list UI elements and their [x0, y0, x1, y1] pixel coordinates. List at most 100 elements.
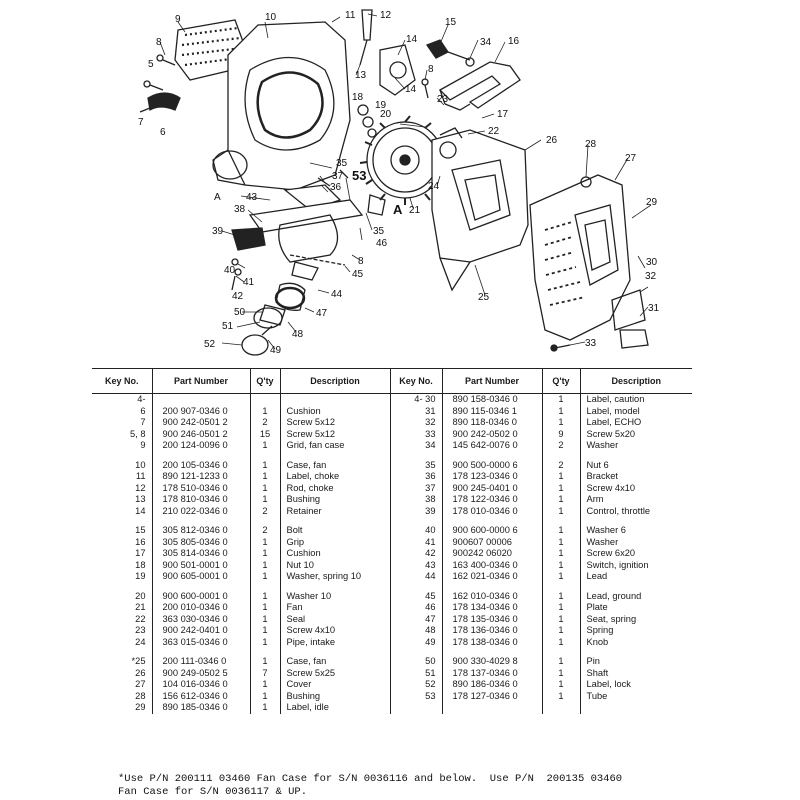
cell-qty-2: 1: [541, 679, 580, 691]
cell-description: Screw 5x25: [279, 667, 390, 679]
cell-part-number-2: 900 500-0000 6: [441, 459, 542, 471]
cell-qty: [249, 393, 280, 406]
cell-qty: 1: [249, 656, 280, 668]
cell-description: [279, 648, 390, 656]
cell-part-number-2: 178 010-0346 0: [441, 505, 542, 517]
cell-part-number: 900 605-0001 0: [151, 571, 250, 583]
cell-key-no-2: [389, 648, 442, 656]
callout-26: 26: [546, 135, 558, 146]
cell-part-number-2: 900 245-0401 0: [441, 482, 542, 494]
cell-qty-2: 1: [541, 417, 580, 429]
cell-key-no-2: 53: [389, 690, 442, 702]
table-row: [92, 517, 692, 525]
cell-description: Label, idle: [279, 702, 390, 714]
cell-key-no-2: 47: [389, 613, 442, 625]
cell-key-no-2: 45: [389, 590, 442, 602]
cell-qty-2: 9: [541, 428, 580, 440]
exploded-parts-diagram: 9101112153416857613148181920231722262827…: [138, 9, 660, 356]
cell-key-no-2: 38: [389, 494, 442, 506]
cell-qty-2: 1: [541, 548, 580, 560]
cell-qty: 1: [249, 548, 280, 560]
cell-key-no: *25: [131, 656, 146, 666]
callout-A: A: [393, 202, 403, 217]
footnote-line-1: *Use P/N 200111 03460 Fan Case for S/N 0…: [118, 773, 623, 785]
cell-description: Washer 10: [279, 590, 390, 602]
cell-description-2: [579, 451, 692, 460]
callout-33: 33: [585, 338, 597, 349]
cell-description-2: Lead, ground: [579, 590, 692, 602]
cell-qty-2: [541, 517, 580, 525]
callout-35: 35: [373, 226, 385, 237]
cell-description: Retainer: [279, 505, 390, 517]
callout-15: 15: [445, 17, 457, 28]
callout-30: 30: [646, 257, 658, 268]
callout-43: 43: [246, 192, 258, 203]
callout-49: 49: [270, 345, 282, 356]
cell-description: Pipe, intake: [279, 636, 390, 648]
cell-qty-2: 1: [541, 636, 580, 648]
leader-lines: [159, 13, 652, 350]
cell-key-no: 13: [135, 494, 146, 504]
callout-24: 24: [428, 181, 440, 192]
cell-key-no: 19: [135, 571, 146, 581]
cell-description: Case, fan: [279, 656, 390, 668]
cell-description: Bushing: [279, 690, 390, 702]
cell-key-no: 20: [135, 590, 146, 601]
callout-20: 20: [380, 109, 392, 120]
callout-38: 38: [234, 204, 246, 215]
cell-qty: 2: [249, 505, 280, 517]
bolt-33-part: [550, 344, 571, 352]
cell-description: Nut 10: [279, 559, 390, 571]
cell-key-no-2: 33: [389, 428, 442, 440]
cell-description-2: Label, caution: [579, 393, 692, 406]
cell-qty: [249, 648, 280, 656]
cell-part-number: 900 246-0501 2: [151, 428, 250, 440]
cell-description-2: Screw 4x10: [579, 482, 692, 494]
cell-qty: 1: [249, 602, 280, 614]
cell-part-number: 305 805-0346 0: [151, 536, 250, 548]
cell-qty: 1: [249, 690, 280, 702]
callout-40: 40: [224, 265, 236, 276]
cell-description: Cushion: [279, 548, 390, 560]
callout-8: 8: [358, 256, 364, 267]
cell-part-number: 890 185-0346 0: [151, 702, 250, 714]
cell-part-number: 200 010-0346 0: [151, 602, 250, 614]
callout-6: 6: [160, 127, 166, 138]
cell-key-no-2: 48: [389, 625, 442, 637]
callout-10: 10: [265, 12, 277, 23]
callout-37: 37: [332, 171, 344, 182]
cell-part-number-2: 178 137-0346 0: [441, 667, 542, 679]
callout-9: 9: [175, 14, 181, 25]
cell-description: Screw 4x10: [279, 625, 390, 637]
callout-23: 23: [437, 94, 449, 105]
cell-part-number: 178 810-0346 0: [151, 494, 250, 506]
cell-part-number-2: 890 118-0346 0: [441, 417, 542, 429]
callout-41: 41: [243, 277, 255, 288]
cell-description-2: Screw 5x20: [579, 428, 692, 440]
cell-description: Screw 5x12: [279, 428, 390, 440]
callout-17: 17: [497, 109, 509, 120]
cell-key-no-2: [389, 517, 442, 525]
callout-11: 11: [345, 10, 356, 21]
cell-qty: 2: [249, 417, 280, 429]
cell-description-2: Washer: [579, 536, 692, 548]
cell-key-no: 6: [140, 405, 146, 416]
cell-description-2: [579, 517, 692, 525]
cell-part-number-2: 900607 00006: [441, 536, 542, 548]
cell-key-no: 23: [135, 625, 146, 635]
cell-description: Cover: [279, 679, 390, 691]
cell-key-no-2: 44: [389, 571, 442, 583]
cell-qty-2: 1: [541, 613, 580, 625]
cell-part-number: 900 600-0001 0: [151, 590, 250, 602]
callout-19: 19: [375, 100, 387, 111]
cell-description-2: Arm: [579, 494, 692, 506]
table-row: [92, 582, 692, 591]
cell-key-no: 11: [135, 471, 146, 481]
cell-key-no: 24: [135, 636, 146, 647]
